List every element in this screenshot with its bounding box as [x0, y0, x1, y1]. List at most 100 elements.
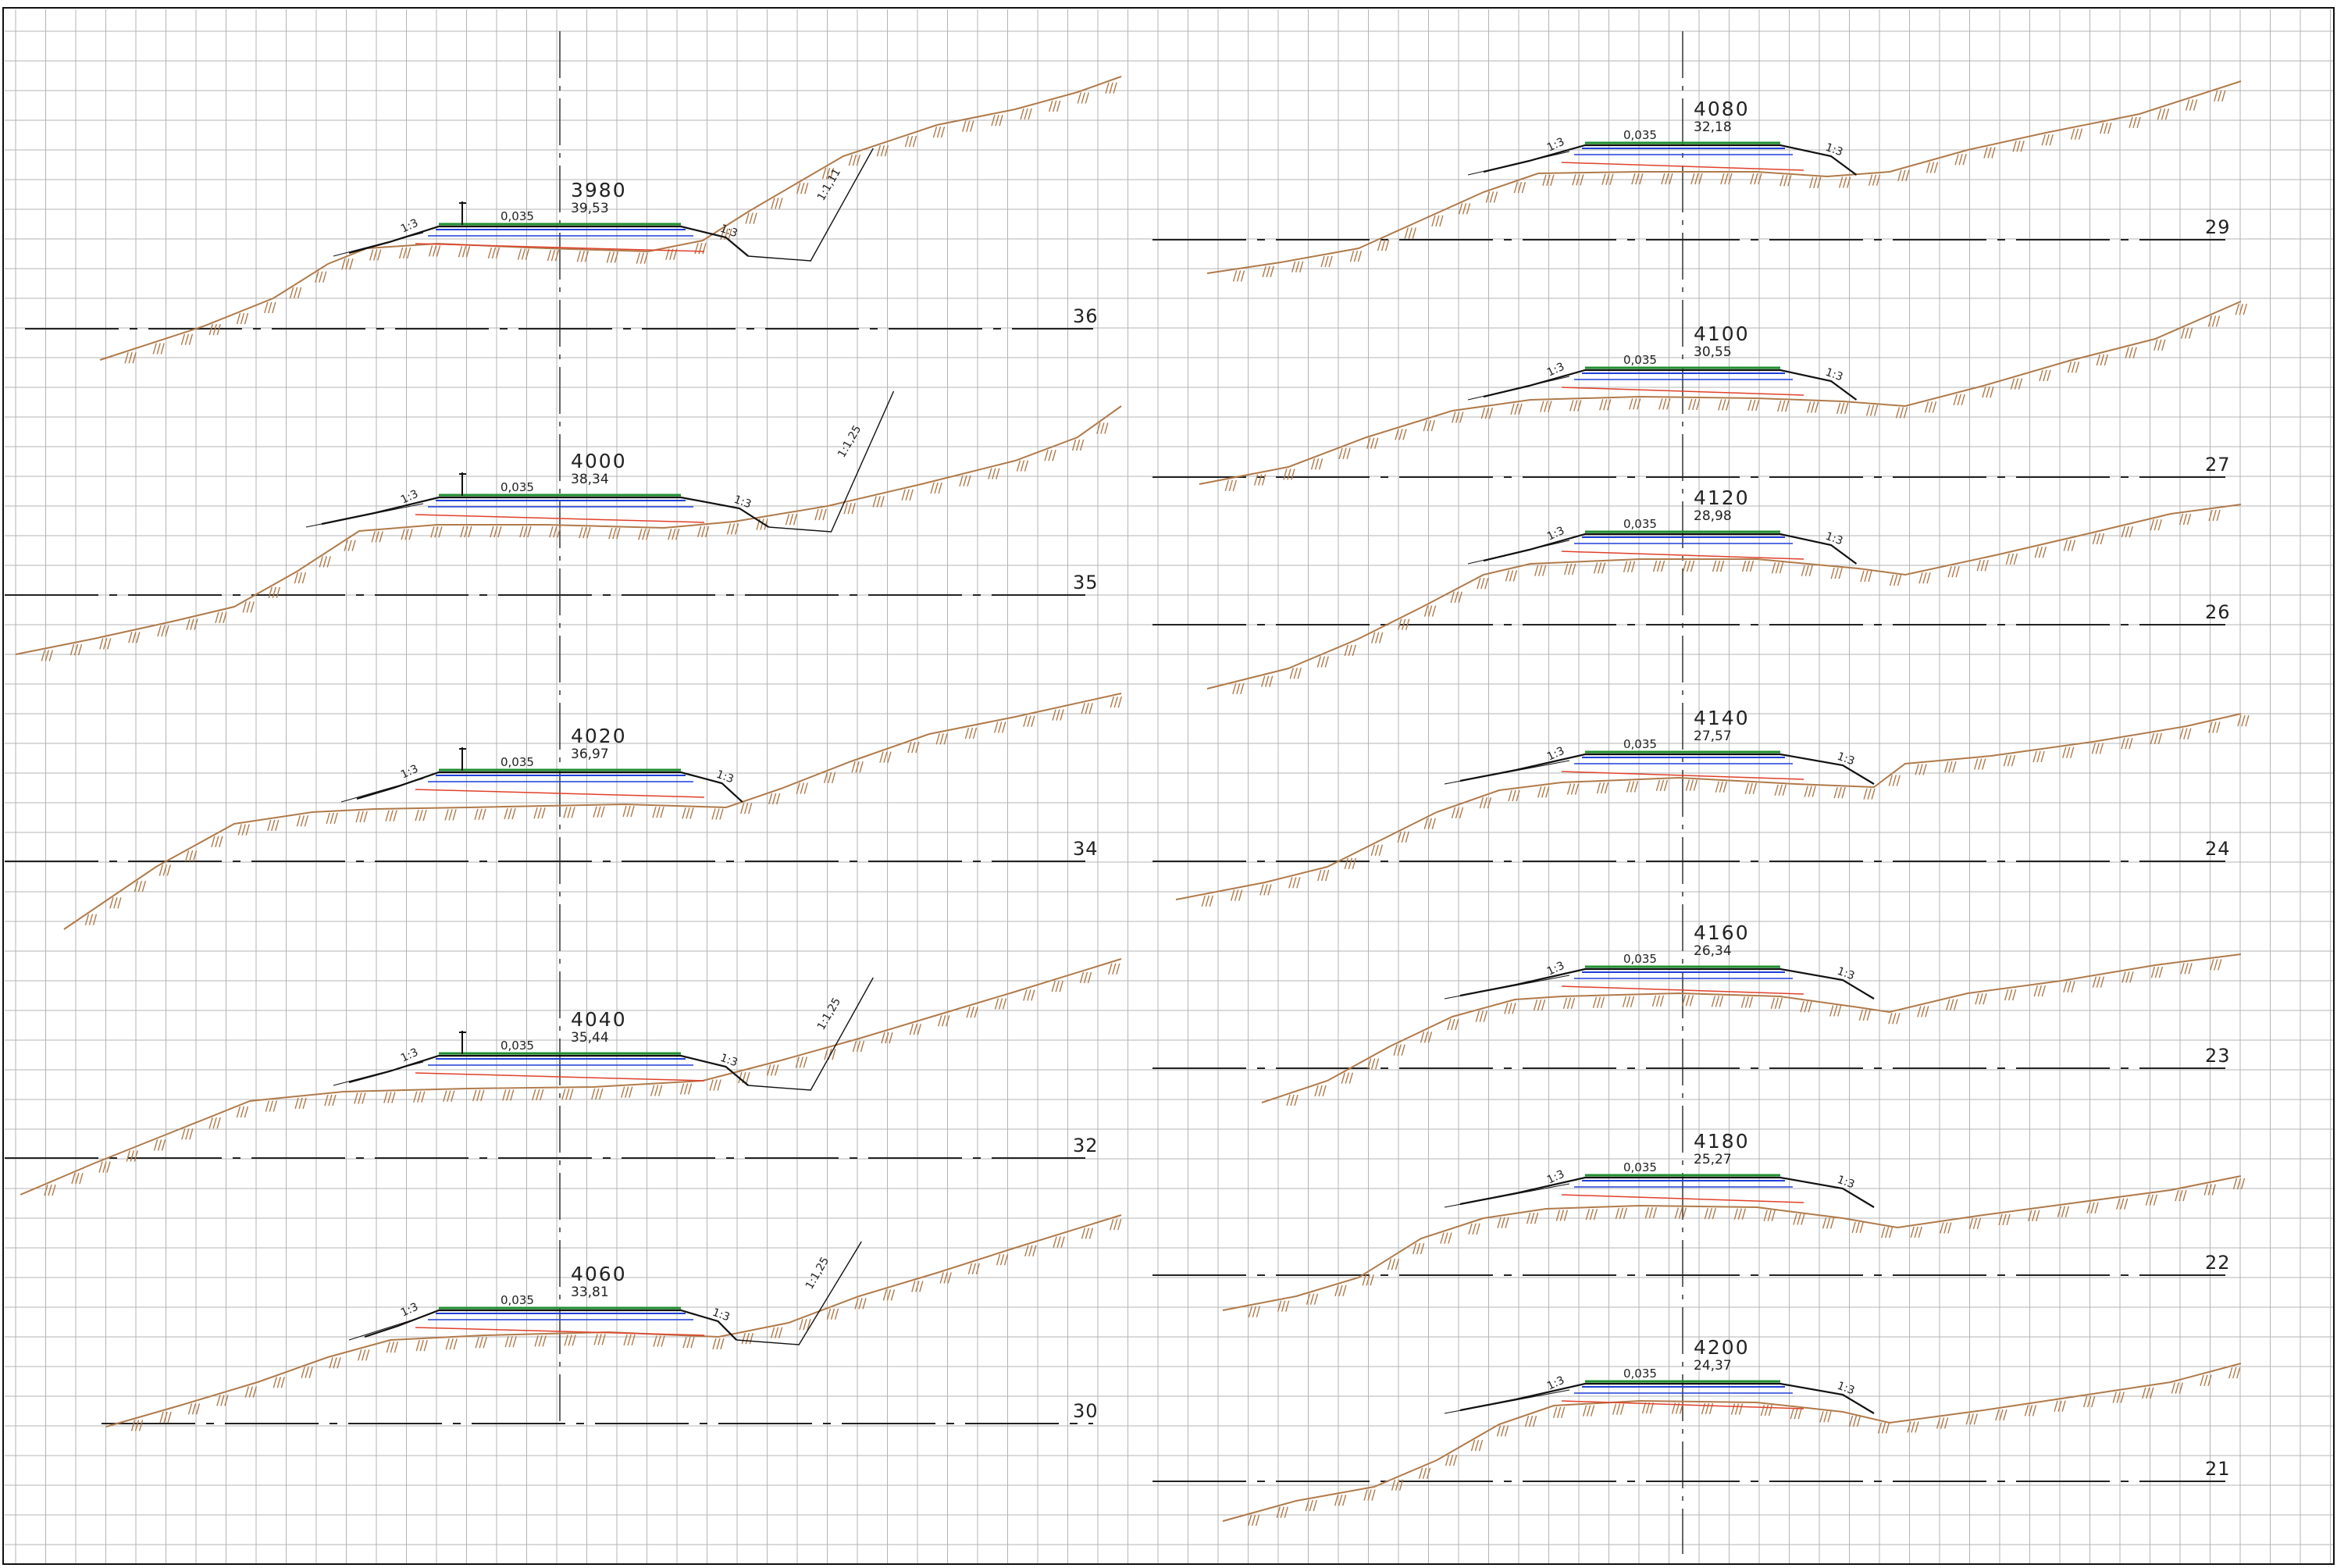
ground-hatch [1455, 1018, 1459, 1031]
ground-hatch [1402, 429, 1407, 440]
ground-hatch [188, 850, 194, 862]
ground-hatch [2200, 1374, 2204, 1386]
ground-hatch [294, 572, 299, 584]
ground-hatch [2154, 732, 2159, 745]
ground-hatch [829, 167, 835, 180]
ground-hatch [1984, 559, 1989, 572]
ground-hatch [1674, 1207, 1680, 1219]
ground-hatch [208, 323, 213, 336]
ground-hatch [1462, 203, 1467, 215]
ground-hatch [241, 824, 246, 836]
ground-hatch [2004, 989, 2009, 1001]
right-slope-label: 1:3 [1824, 366, 1845, 384]
ground-hatch [2062, 747, 2067, 758]
grade-label: 0,035 [501, 1039, 534, 1053]
ground-hatch [2014, 378, 2019, 390]
ground-hatch [2071, 540, 2076, 551]
ground-hatch [1961, 394, 1965, 405]
ground-hatch [1427, 419, 1431, 432]
ground-hatch [2092, 976, 2097, 988]
slope-construction-line [1467, 540, 1570, 565]
ground-hatch [419, 809, 423, 821]
ground-hatch [1982, 386, 1986, 398]
ground-hatch [1348, 644, 1352, 656]
ground-hatch [771, 198, 775, 209]
ground-hatch [373, 249, 378, 261]
ground-hatch [180, 333, 186, 345]
ground-hatch [1416, 1242, 1421, 1255]
ground-hatch [858, 1298, 863, 1310]
ground-hatch [71, 1173, 76, 1185]
ground-hatch [1362, 1274, 1366, 1286]
ground-hatch [1952, 761, 1957, 773]
ground-hatch [117, 897, 122, 909]
slope-construction-line [333, 232, 424, 257]
ground-hatch [1448, 1454, 1454, 1466]
ground-hatch [717, 1079, 721, 1091]
ground-hatch [1049, 100, 1053, 112]
ground-hatch [1715, 560, 1721, 572]
ground-hatch [1269, 675, 1274, 687]
ground-hatch [1512, 1003, 1516, 1014]
ground-hatch [2124, 1198, 2129, 1210]
ground-hatch [132, 632, 137, 643]
ground-hatch [904, 135, 910, 148]
ground-hatch [265, 1100, 269, 1112]
ground-hatch [657, 1085, 663, 1096]
ground-hatch [491, 247, 497, 259]
ground-hatch [1205, 895, 1209, 907]
ground-hatch [1948, 761, 1953, 773]
ground-hatch [881, 1032, 885, 1044]
ground-hatch [1528, 1415, 1534, 1427]
ground-hatch [2188, 327, 2193, 339]
ground-hatch [1827, 1411, 1832, 1423]
ground-hatch [326, 556, 331, 568]
embankment-outline [348, 1054, 749, 1086]
ground-hatch [1352, 644, 1356, 656]
ground-hatch [1487, 797, 1492, 809]
ground-hatch [1113, 696, 1118, 708]
elevation-label: 27,57 [1694, 729, 1732, 744]
ground-hatch [2071, 362, 2076, 373]
ground-hatch [1688, 398, 1693, 411]
ground-hatch [1704, 1207, 1709, 1220]
ground-hatch [1291, 261, 1296, 273]
ground-hatch [1002, 998, 1007, 1010]
ground-hatch [1995, 1409, 2000, 1421]
ground-hatch [939, 733, 944, 745]
ground-hatch [1933, 162, 1939, 173]
ground-hatch [880, 145, 885, 157]
ground-hatch [775, 198, 779, 209]
ground-hatch [1444, 1232, 1448, 1244]
ground-hatch [1631, 173, 1636, 185]
ground-hatch [2207, 1374, 2212, 1386]
ground-hatch [219, 836, 223, 848]
ground-hatch [766, 1064, 771, 1076]
ground-hatch [2207, 1184, 2212, 1196]
ground-hatch [1228, 479, 1233, 491]
ground-hatch [1811, 401, 1815, 413]
ground-hatch [428, 245, 433, 257]
ground-hatch [1252, 1306, 1256, 1318]
station-label: 4180 [1694, 1130, 1750, 1153]
ground-hatch [1655, 995, 1661, 1007]
ground-hatch [1363, 1489, 1368, 1501]
ground-hatch [2009, 553, 2015, 565]
ground-hatch [1448, 1232, 1452, 1244]
ground-hatch [994, 722, 999, 733]
ground-hatch [2245, 715, 2250, 727]
ground-hatch [167, 1411, 172, 1424]
ground-hatch [1807, 401, 1812, 413]
ground-hatch [162, 864, 167, 876]
ground-hatch [1408, 227, 1413, 239]
ground-hatch [517, 248, 522, 260]
ground-hatch [1901, 169, 1906, 182]
ground-hatch [1378, 632, 1384, 643]
ground-hatch [825, 167, 831, 180]
ground-hatch [1804, 1001, 1808, 1013]
ground-hatch [576, 251, 582, 262]
ground-hatch [1512, 570, 1518, 582]
ground-hatch [1353, 250, 1359, 262]
